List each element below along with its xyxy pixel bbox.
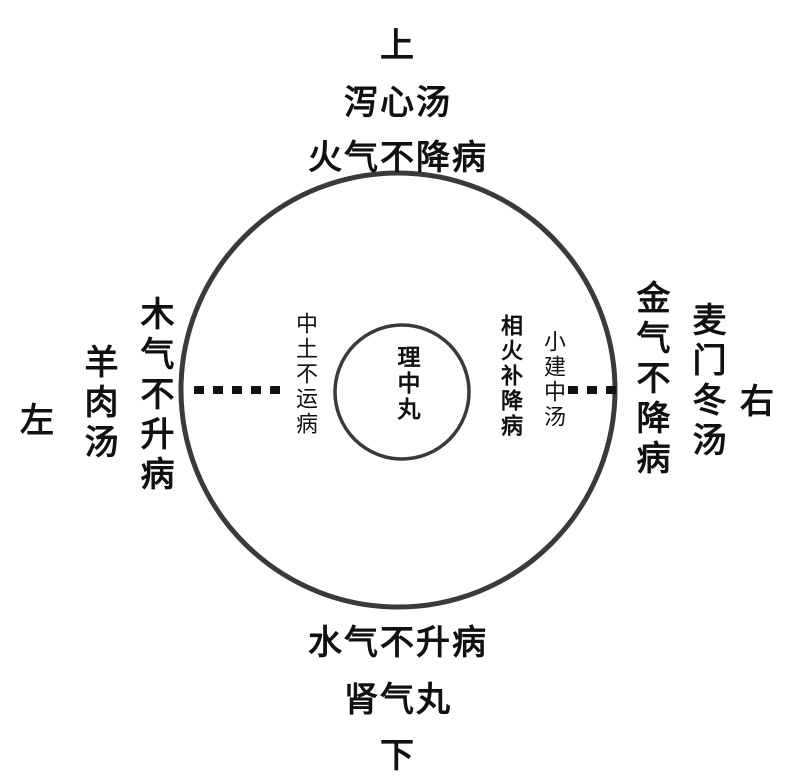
disease-top: 火气不降病 — [308, 138, 488, 178]
disease-right: 金气不降病 — [630, 280, 670, 480]
direction-left: 左 — [20, 401, 56, 441]
disease-inner-left: 中土不运病 — [292, 312, 317, 437]
formula-inner-right: 小建中汤 — [540, 330, 565, 430]
disease-left: 木气不升病 — [134, 296, 174, 496]
formula-top: 泻心汤 — [344, 83, 452, 123]
formula-bottom: 肾气丸 — [344, 680, 452, 720]
direction-top: 上 — [380, 26, 416, 66]
disease-inner-right: 相火补降病 — [497, 314, 523, 439]
direction-right: 右 — [740, 382, 776, 422]
inner-circle — [333, 323, 471, 461]
direction-bottom: 下 — [380, 736, 416, 776]
formula-right: 麦门冬汤 — [686, 302, 726, 462]
formula-center: 理中丸 — [393, 345, 420, 423]
formula-left: 羊肉汤 — [78, 344, 118, 464]
disease-bottom: 水气不升病 — [308, 623, 488, 663]
